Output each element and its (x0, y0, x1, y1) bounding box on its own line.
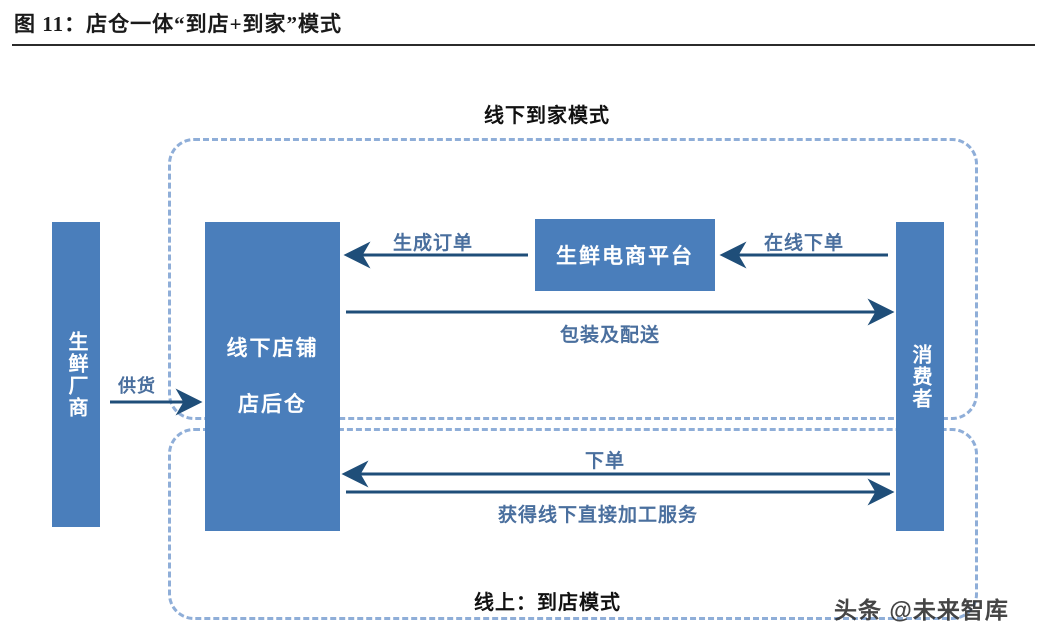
flow-label-generate-order: 生成订单 (393, 233, 474, 254)
watermark: 头条 @未来智库 (834, 597, 1009, 623)
zone-offline-to-home (168, 138, 978, 420)
flow-label-supply: 供货 (118, 376, 156, 396)
zone-online-to-store (168, 428, 978, 620)
title-divider (12, 44, 1035, 46)
node-store-line2: 店后仓 (238, 392, 307, 416)
node-platform: 生鲜电商平台 (535, 219, 715, 291)
flow-label-online-order: 在线下单 (764, 233, 845, 254)
flow-label-pack-and-deliver: 包装及配送 (560, 325, 661, 346)
section-caption-top: 线下到家模式 (484, 105, 610, 127)
flow-label-place-order: 下单 (585, 451, 626, 472)
diagram-canvas: 线下到家模式 线上：到店模式 供货 生成订单 在线下单 包装及配送 下单 获得线… (0, 50, 1047, 637)
node-store: 线下店铺 店后仓 (205, 222, 340, 531)
node-store-line1: 线下店铺 (226, 337, 319, 361)
node-consumer: 消费者 (896, 222, 944, 531)
section-caption-bottom: 线上：到店模式 (474, 592, 621, 614)
node-supplier: 生鲜厂商 (52, 222, 100, 527)
flow-label-in-store-service: 获得线下直接加工服务 (498, 505, 699, 526)
page-title: 图 11：店仓一体“到店+到家”模式 (14, 12, 343, 36)
